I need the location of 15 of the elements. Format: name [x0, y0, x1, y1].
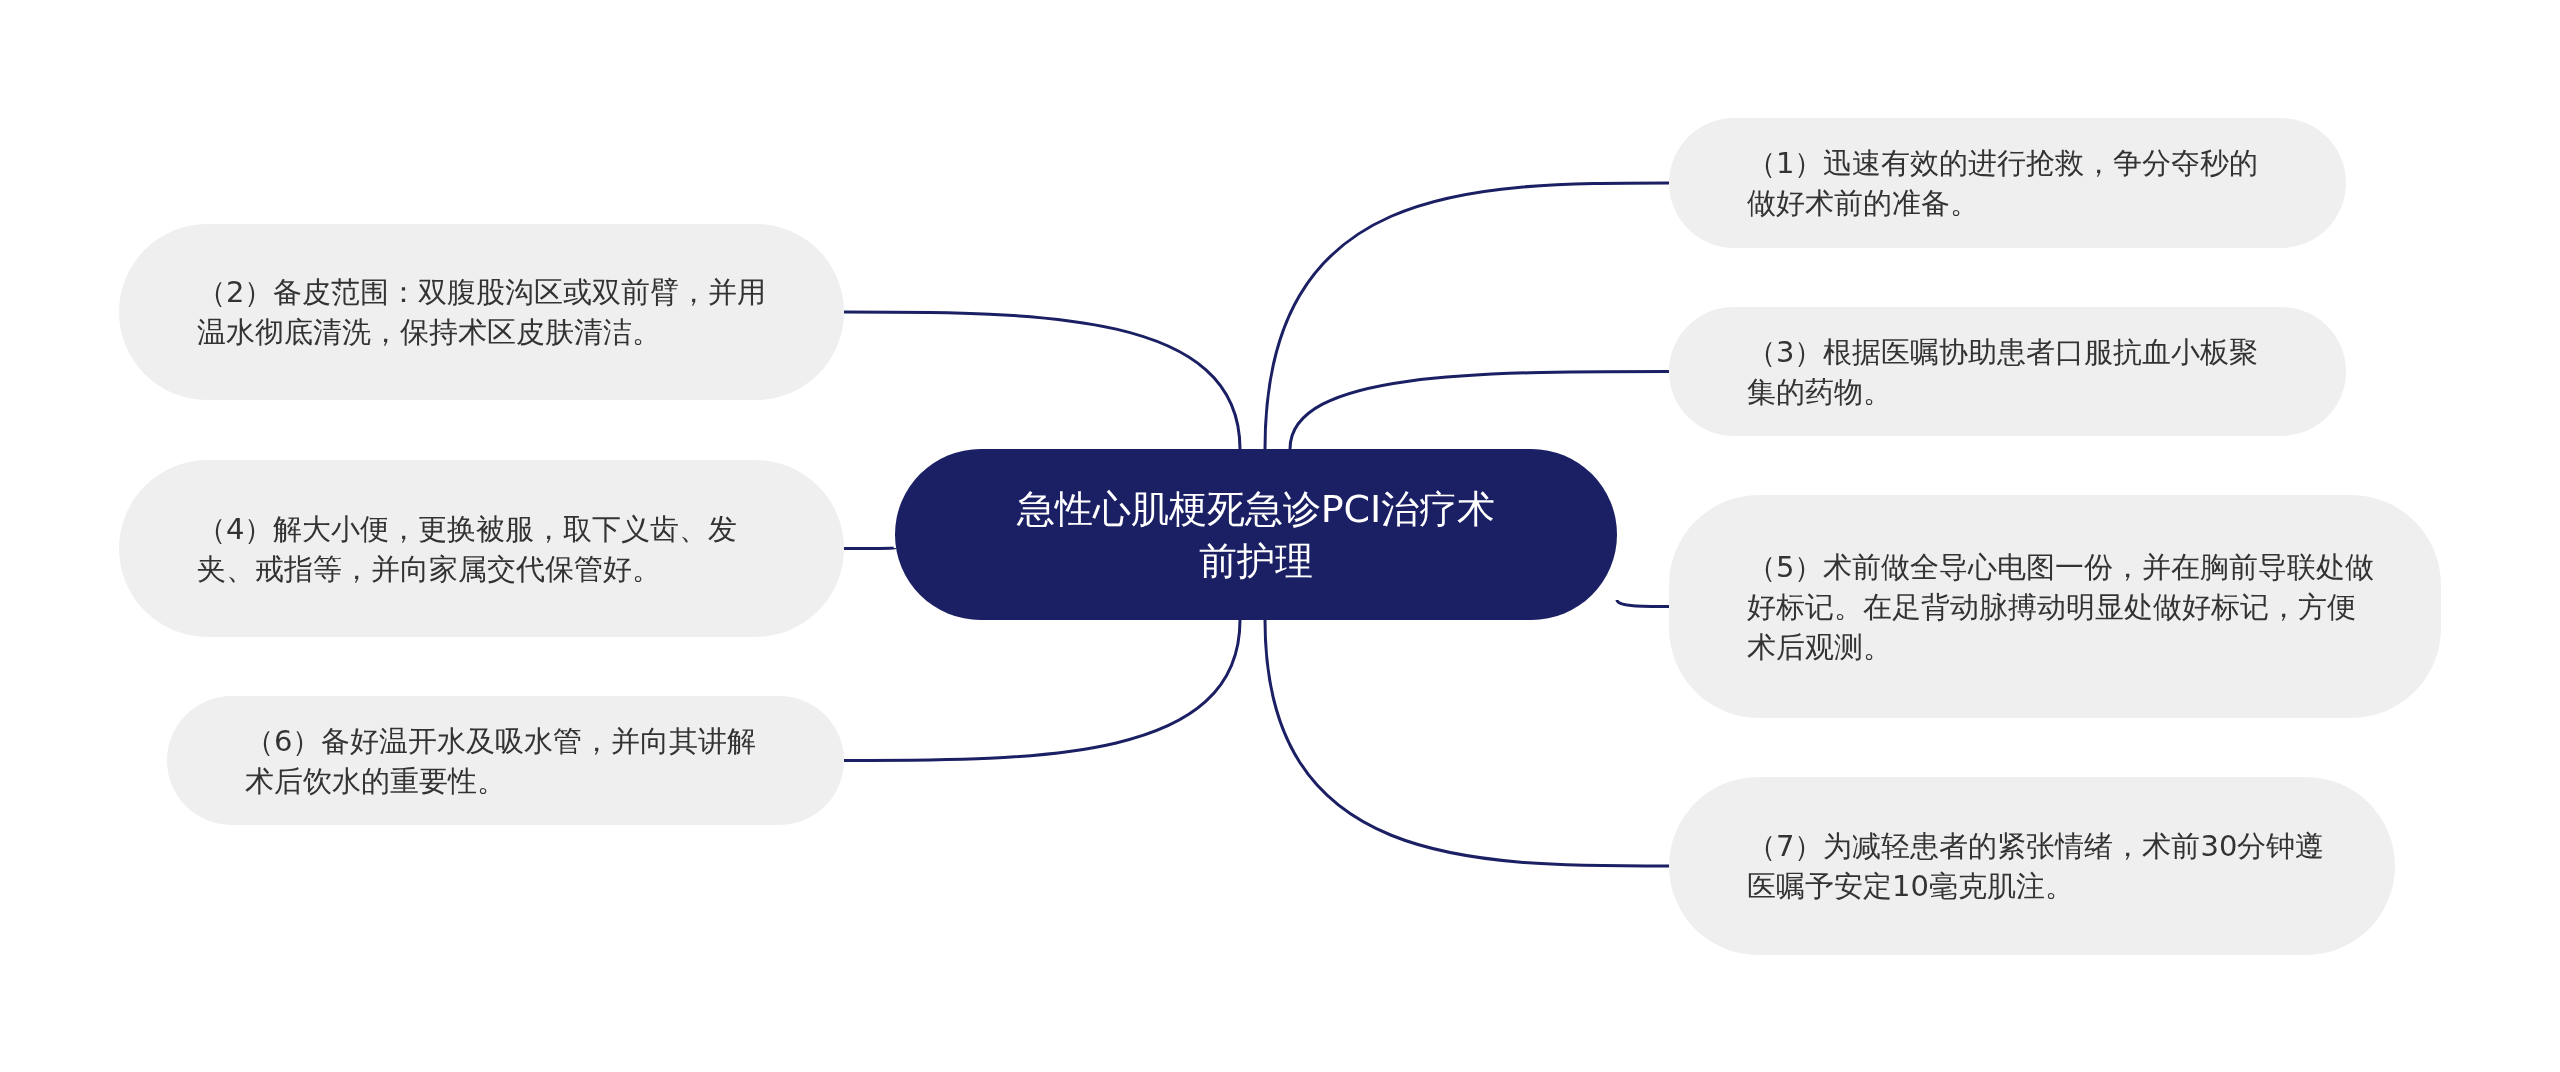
connector-line: [1615, 599, 1669, 608]
connector-line: [844, 546, 896, 550]
topic-text: （7）为减轻患者的紧张情绪，术前30分钟遵医嘱予安定10毫克肌注。: [1747, 828, 2326, 905]
topic-text: （4）解大小便，更换被服，取下义齿、发夹、戒指等，并向家属交代保管好。: [197, 510, 739, 588]
connector-line: [844, 619, 1242, 762]
topic-text: 急性心肌梗死急诊PCI治疗术前护理: [1015, 485, 1497, 585]
connector-line: [1263, 181, 1669, 450]
topic-text: （3）根据医嘱协助患者口服抗血小板聚集的药物。: [1747, 333, 2260, 411]
connector-line: [1288, 370, 1669, 450]
topic-text: （6）备好温开水及吸水管，并向其讲解术后饮水的重要性。: [245, 722, 758, 800]
topic-text: （2）备皮范围：双腹股沟区或双前臂，并用温水彻底清洗，保持术区皮肤清洁。: [197, 274, 768, 351]
connector-line: [844, 310, 1242, 450]
topic-text: （5）术前做全导心电图一份，并在胸前导联处做好标记。在足背动脉搏动明显处做好标记，方便术后观测。: [1747, 548, 2376, 666]
connector-line: [1263, 619, 1669, 868]
topic-text: （1）迅速有效的进行抢救，争分夺秒的做好术前的准备。: [1747, 145, 2260, 222]
